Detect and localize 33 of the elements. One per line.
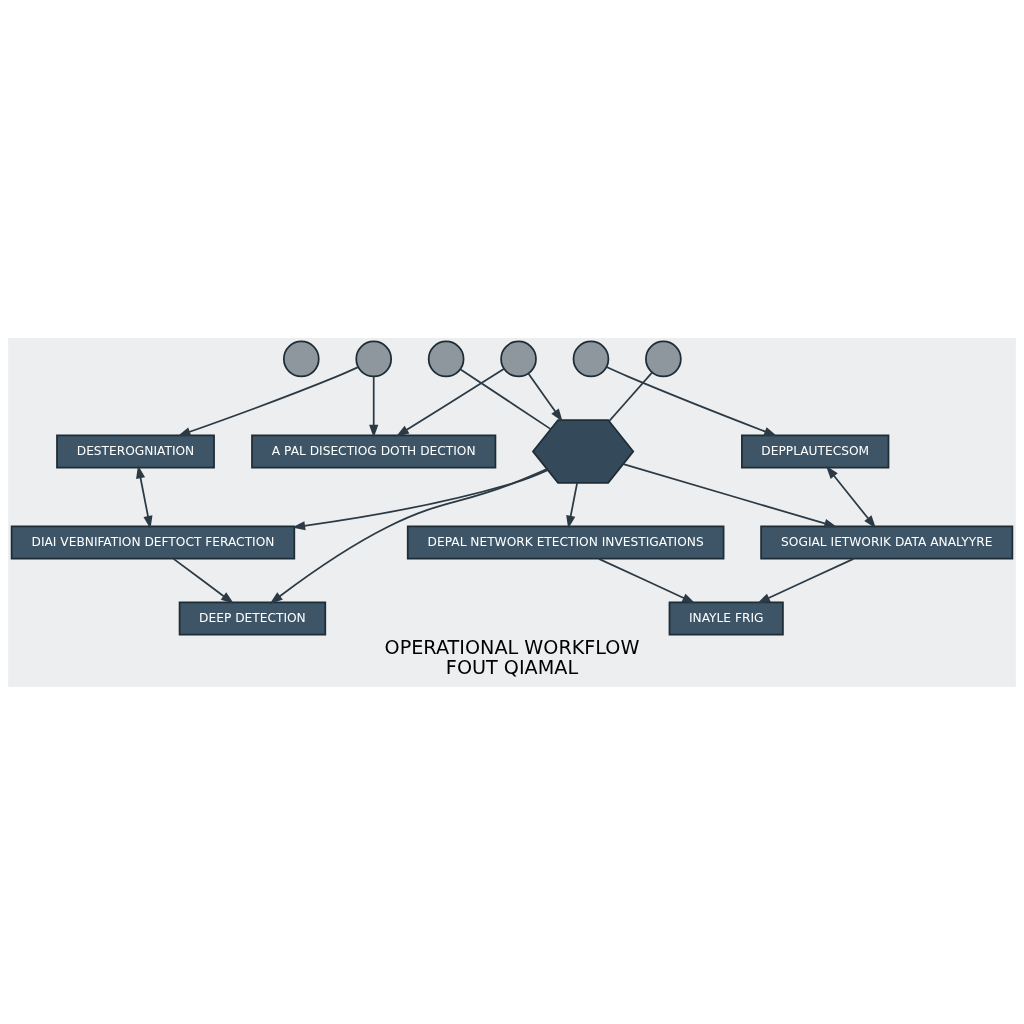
arrow	[527, 372, 563, 422]
node-hexagon	[531, 418, 635, 484]
node-circle	[572, 340, 610, 377]
diagram-title: OPERATIONAL WORKFLOW	[384, 635, 640, 658]
caption: FOUT QIAMAL	[445, 655, 579, 679]
node-circle	[282, 340, 320, 377]
arrow	[757, 557, 855, 603]
node-box: DIAI VEBNIFATION DEFTOCT FERACTION	[10, 525, 296, 560]
connector	[608, 371, 654, 422]
node-box: SOGIAL IETWORIK DATA ANALYYRE	[760, 525, 1014, 560]
arrow	[369, 375, 379, 438]
arrow	[292, 468, 549, 530]
node-box: DEPAL NETWORK ETECTION INVESTIGATIONS	[406, 525, 725, 560]
arrow	[172, 557, 234, 604]
node-circle	[355, 340, 393, 377]
arrow	[395, 367, 505, 437]
node-circle	[645, 340, 682, 377]
arrow	[598, 557, 696, 603]
node-box: DEEP DETECTION	[178, 601, 327, 636]
arrow	[826, 465, 877, 528]
arrow	[605, 365, 778, 436]
arrow	[136, 464, 153, 529]
arrow	[177, 365, 359, 436]
arrow	[269, 467, 548, 604]
arrow	[566, 481, 578, 529]
node-box: DEPPLAUTECSOM	[741, 433, 890, 468]
arrow	[622, 462, 838, 528]
node-box: INAYLE FRIG	[668, 601, 784, 636]
node-circle	[427, 340, 465, 377]
node-circle	[500, 340, 537, 377]
node-box: DESTEROGNIATION	[56, 433, 215, 468]
connector	[459, 367, 552, 430]
node-box: A PAL DISECTIOG DOTH DECTION	[251, 433, 497, 468]
